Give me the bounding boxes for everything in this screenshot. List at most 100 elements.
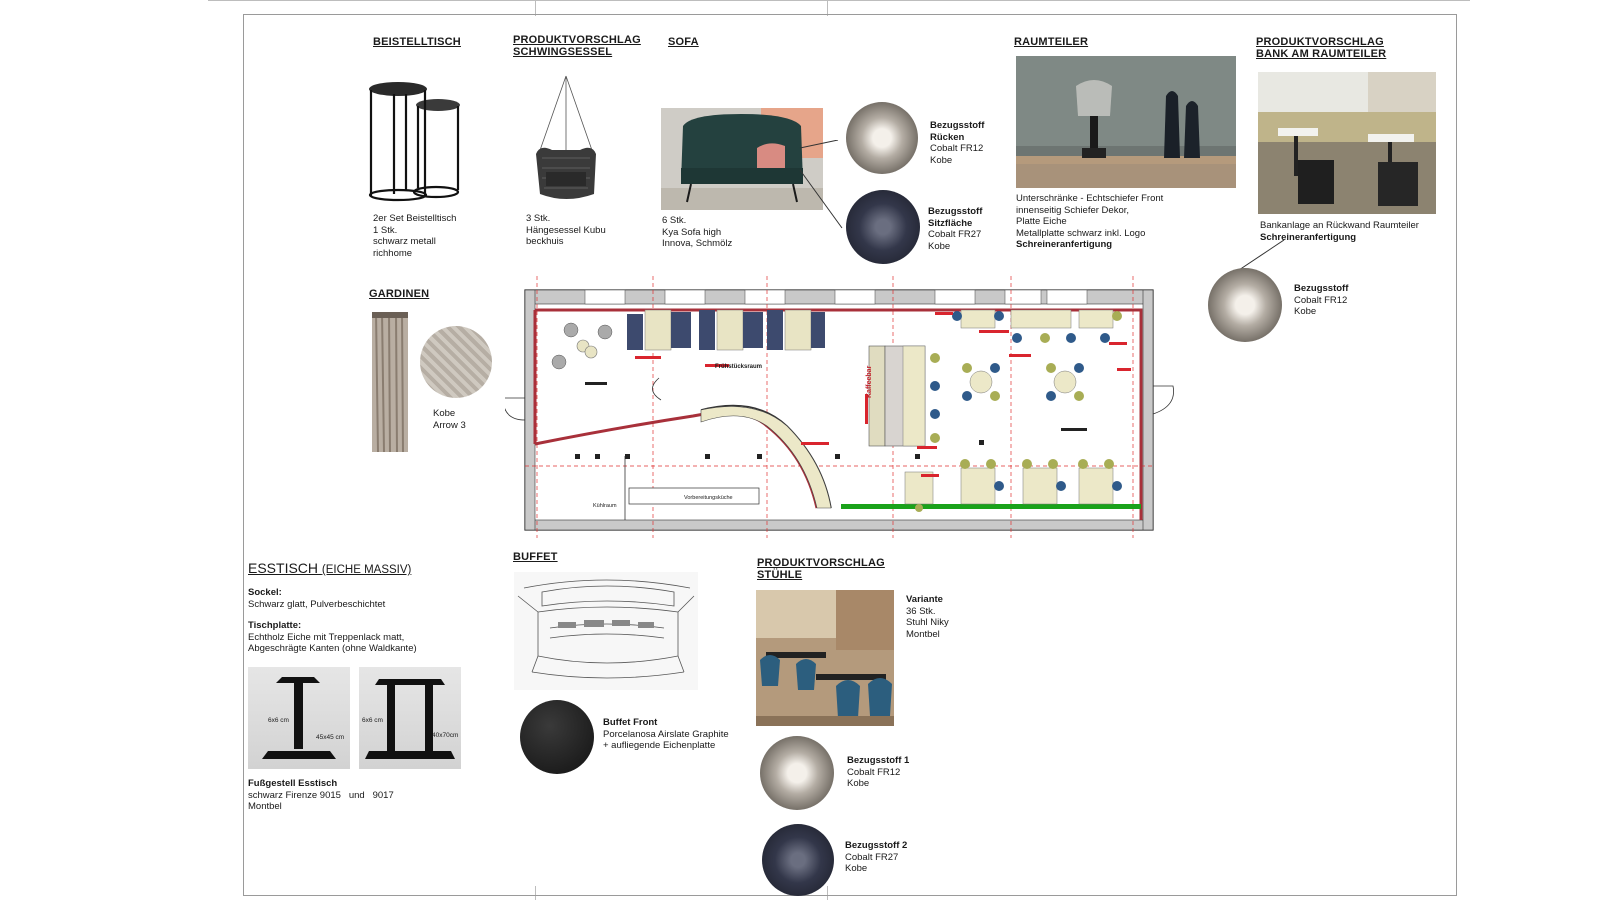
table-base-double-photo (359, 667, 461, 769)
table-base-single-photo (248, 667, 350, 769)
stuehle-variant-text: Variante 36 Stk. Stuhl Niky Montbel (906, 594, 949, 640)
bezug-sitz-line: Cobalt FR27 (928, 229, 982, 240)
bank-heading-line: PRODUKTVORSCHLAG (1256, 36, 1384, 48)
guide-line-right-bottom (827, 886, 828, 900)
board-frame (243, 14, 1457, 896)
plan-markers (575, 382, 1087, 459)
buffet-front-line: Porcelanosa Airslate Graphite (603, 728, 729, 740)
bank-heading-line: BANK AM RAUMTEILER (1256, 48, 1387, 60)
beistelltisch-heading: BEISTELLTISCH (373, 36, 461, 48)
table-base-double-dim: 40x70cm (432, 732, 459, 739)
fabric-swatch-2 (762, 824, 834, 896)
esstisch-sockel-label: Sockel: (248, 587, 282, 598)
fabric-swatch-sitzflaeche (846, 190, 920, 264)
bezug-2-text: Bezugsstoff 2 Cobalt FR27 Kobe (845, 840, 907, 875)
esstisch-heading-main: ESSTISCH (248, 560, 319, 576)
table-base-double-size: 6x6 cm (362, 717, 383, 724)
gardinen-heading: GARDINEN (369, 288, 430, 300)
floor-plan (505, 276, 1174, 538)
plan-chairs (915, 311, 1122, 512)
bezug-1-text: Bezugsstoff 1 Cobalt FR12 Kobe (847, 755, 909, 790)
plan-sofas (627, 309, 825, 351)
hanging-chair-image (536, 75, 596, 199)
stuehle-variant-line: 36 Stk. (906, 605, 936, 617)
raumteiler-line: Metallplatte schwarz inkl. Logo (1016, 227, 1146, 239)
sofa-heading: SOFA (668, 36, 699, 48)
esstisch-details: Sockel: Schwarz glatt, Pulverbeschichtet… (248, 587, 417, 655)
side-table-image (368, 82, 460, 202)
stuehle-variant-line: Montbel (906, 628, 940, 640)
fussgestell-description: Fußgestell Esstisch schwarz Firenze 9015… (248, 778, 394, 813)
schwingsessel-heading-line: SCHWINGSESSEL (513, 46, 613, 58)
bezug-ruecken-line: Kobe (930, 154, 953, 166)
top-rule (208, 0, 1470, 1)
sofa-description: 6 Stk. Kya Sofa high Innova, Schmölz (662, 215, 732, 250)
bezug-1-title: Bezugsstoff 1 (847, 755, 910, 766)
plan-kaffeebar (868, 345, 940, 447)
schwingsessel-line: beckhuis (526, 236, 564, 247)
gardinen-line: Arrow 3 (433, 419, 466, 431)
fussgestell-line: Montbel (248, 801, 282, 812)
fussgestell-title: Fußgestell Esstisch (248, 778, 338, 789)
fabric-swatch-ruecken (846, 102, 918, 174)
bezug-2-line: Kobe (845, 863, 868, 874)
bezug-1-line: Cobalt FR12 (847, 766, 901, 778)
beistelltisch-line: 2er Set Beistelltisch (373, 213, 457, 224)
esstisch-platte-line: Abgeschrägte Kanten (ohne Waldkante) (248, 643, 417, 654)
bezug-2-line: Cobalt FR27 (845, 851, 899, 863)
bank-photo (1258, 72, 1436, 214)
stuehle-variant-line: Stuhl Niky (906, 617, 949, 628)
raumteiler-line: Platte Eiche (1016, 216, 1067, 227)
beistelltisch-line: richhome (373, 247, 413, 259)
table-base-single-size: 6x6 cm (268, 717, 289, 724)
stuehle-heading-line: STÜHLE (757, 569, 803, 581)
plan-dining-tables (904, 309, 1114, 505)
buffet-front-text: Buffet Front Porcelanosa Airslate Graphi… (603, 717, 729, 752)
plan-lounge-chairs (551, 322, 613, 370)
bezug-sitz-line: Kobe (928, 240, 951, 252)
curtain-photo (372, 312, 408, 452)
bezug-ruecken-title: Bezugsstoff (930, 120, 985, 131)
fabric-swatch-bank (1208, 268, 1282, 342)
bezug-ruecken-subtitle: Rücken (930, 131, 965, 143)
esstisch-sockel-text: Schwarz glatt, Pulverbeschichtet (248, 598, 386, 610)
bezug-2-title: Bezugsstoff 2 (845, 840, 908, 851)
guide-line-left (535, 0, 536, 16)
stuehle-heading: PRODUKTVORSCHLAG STÜHLE (757, 557, 885, 581)
plan-walls (524, 289, 1154, 531)
buffet-sketch (514, 572, 698, 690)
buffet-front-swatch (520, 700, 594, 774)
bezug-bank-line: Cobalt FR12 (1294, 294, 1348, 306)
chairs-photo (756, 590, 894, 726)
schwingsessel-heading-line: PRODUKTVORSCHLAG (513, 34, 641, 46)
raumteiler-description: Unterschränke - Echtschiefer Front innen… (1016, 193, 1163, 251)
guide-line-left-bottom (535, 886, 536, 900)
bezug-1-line: Kobe (847, 778, 870, 789)
spacer (248, 610, 417, 620)
sofa-line: Kya Sofa high (662, 226, 722, 238)
table-base-single-dim: 45x45 cm (316, 734, 345, 741)
bank-bold-line: Schreineranfertigung (1260, 231, 1357, 243)
gardinen-line: Kobe (433, 408, 456, 419)
raumteiler-bold-line: Schreineranfertigung (1016, 239, 1113, 250)
beistelltisch-description: 2er Set Beistelltisch 1 Stk. schwarz met… (373, 213, 456, 259)
plan-prep-counter (628, 487, 760, 505)
schwingsessel-line: Hängesessel Kubu (526, 224, 606, 236)
buffet-heading: BUFFET (513, 551, 558, 563)
sofa-photo (661, 108, 823, 210)
plan-annotations (635, 312, 1131, 477)
plan-label-vorbereitung: Vorbereitungsküche (684, 495, 733, 501)
plan-label-kaffeebar: Kaffeebar (866, 365, 873, 398)
plan-green-strip (841, 504, 1141, 509)
guide-line-right (827, 0, 828, 16)
stuehle-heading-line: PRODUKTVORSCHLAG (757, 557, 885, 569)
bank-description: Bankanlage an Rückwand Raumteiler Schrei… (1260, 220, 1419, 243)
stuehle-variant-title: Variante (906, 594, 943, 605)
bezug-ruecken-text: Bezugsstoff Rücken Cobalt FR12 Kobe (930, 120, 984, 166)
bezug-sitz-subtitle: Sitzfläche (928, 217, 973, 229)
bezug-ruecken-line: Cobalt FR12 (930, 143, 984, 154)
raumteiler-line: Unterschränke - Echtschiefer Front (1016, 193, 1164, 204)
bezug-bank-text: Bezugsstoff Cobalt FR12 Kobe (1294, 283, 1348, 318)
plan-counter (700, 406, 832, 509)
raumteiler-heading: RAUMTEILER (1014, 36, 1089, 48)
